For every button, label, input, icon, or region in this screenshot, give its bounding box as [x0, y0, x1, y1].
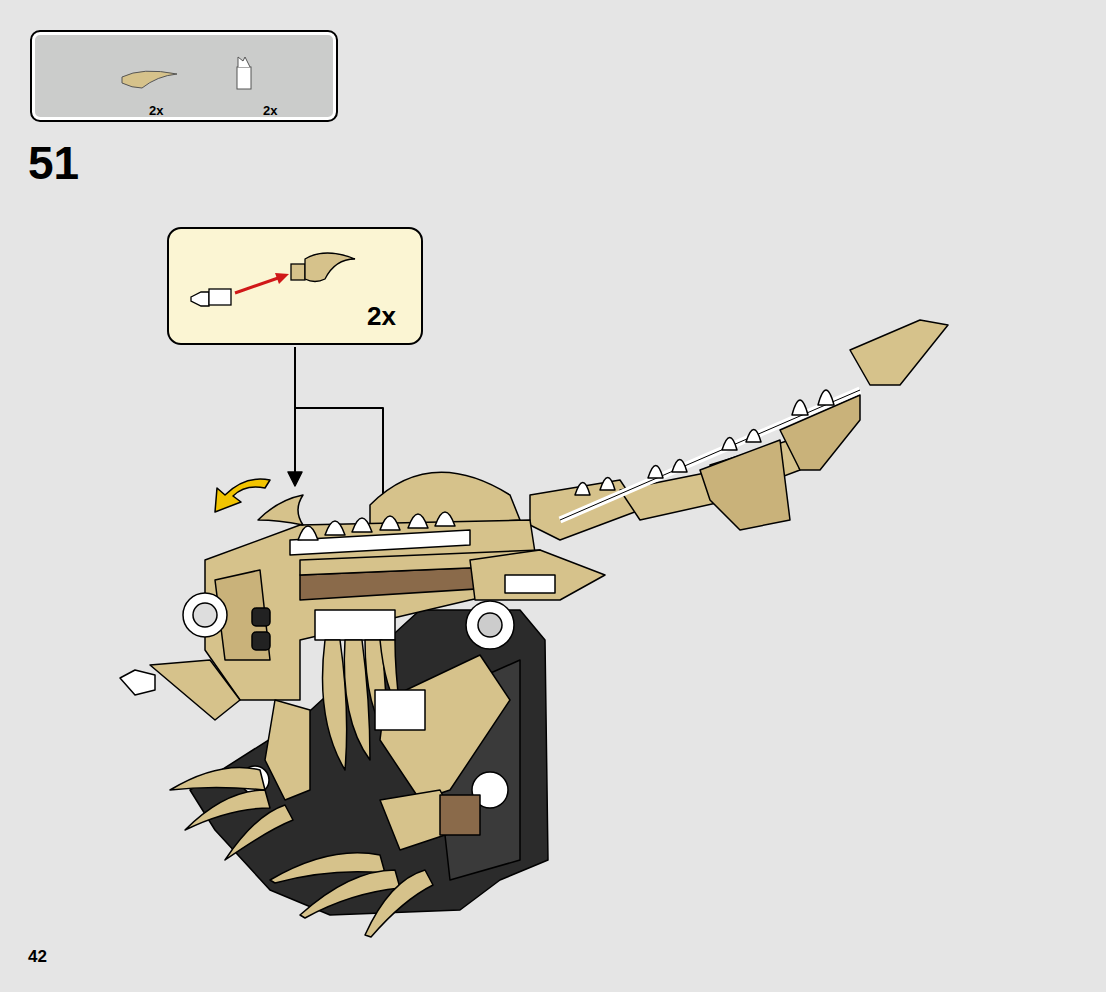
- parts-panel: 2x 2x: [30, 30, 338, 122]
- quantity-label: 2x: [367, 301, 396, 332]
- part-icons: [32, 32, 340, 124]
- quantity-label: 2x: [149, 103, 163, 118]
- callout-box: 2x: [167, 227, 423, 345]
- quantity-label: 2x: [263, 103, 277, 118]
- page-number: 42: [28, 947, 47, 967]
- step-number: 51: [28, 136, 79, 190]
